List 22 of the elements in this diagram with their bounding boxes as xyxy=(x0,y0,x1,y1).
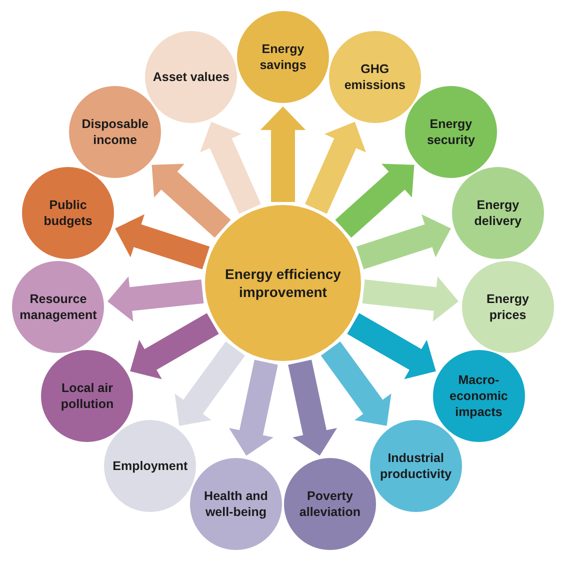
circle-label: Energy savings xyxy=(258,41,308,73)
circle-label: Resource management xyxy=(18,290,98,323)
block-arrow xyxy=(128,310,222,382)
circle-label: Employment xyxy=(112,458,189,474)
circle-label: Energy prices xyxy=(486,290,530,323)
circle-label: Energy efficiency improvement xyxy=(224,265,342,301)
circle-label: Macro-economic impacts xyxy=(448,372,509,420)
circle-label: Disposable income xyxy=(80,116,150,148)
block-arrow xyxy=(344,310,438,382)
block-arrow xyxy=(150,162,234,241)
circle-label: Industrial productivity xyxy=(379,450,453,482)
circle-label: Local air pollution xyxy=(60,380,115,412)
circle-label: Energy security xyxy=(426,116,476,148)
circle-label: Asset values xyxy=(152,68,230,85)
circle-label: GHG emissions xyxy=(343,60,406,93)
circle-label: Health and well-being xyxy=(203,488,269,520)
block-arrow xyxy=(318,338,394,428)
circle-label: Public budgets xyxy=(42,197,94,230)
block-arrow xyxy=(172,338,248,428)
circle-label: Energy delivery xyxy=(473,197,523,230)
circle-label: Poverty alleviation xyxy=(298,488,362,520)
block-arrow xyxy=(332,162,416,241)
